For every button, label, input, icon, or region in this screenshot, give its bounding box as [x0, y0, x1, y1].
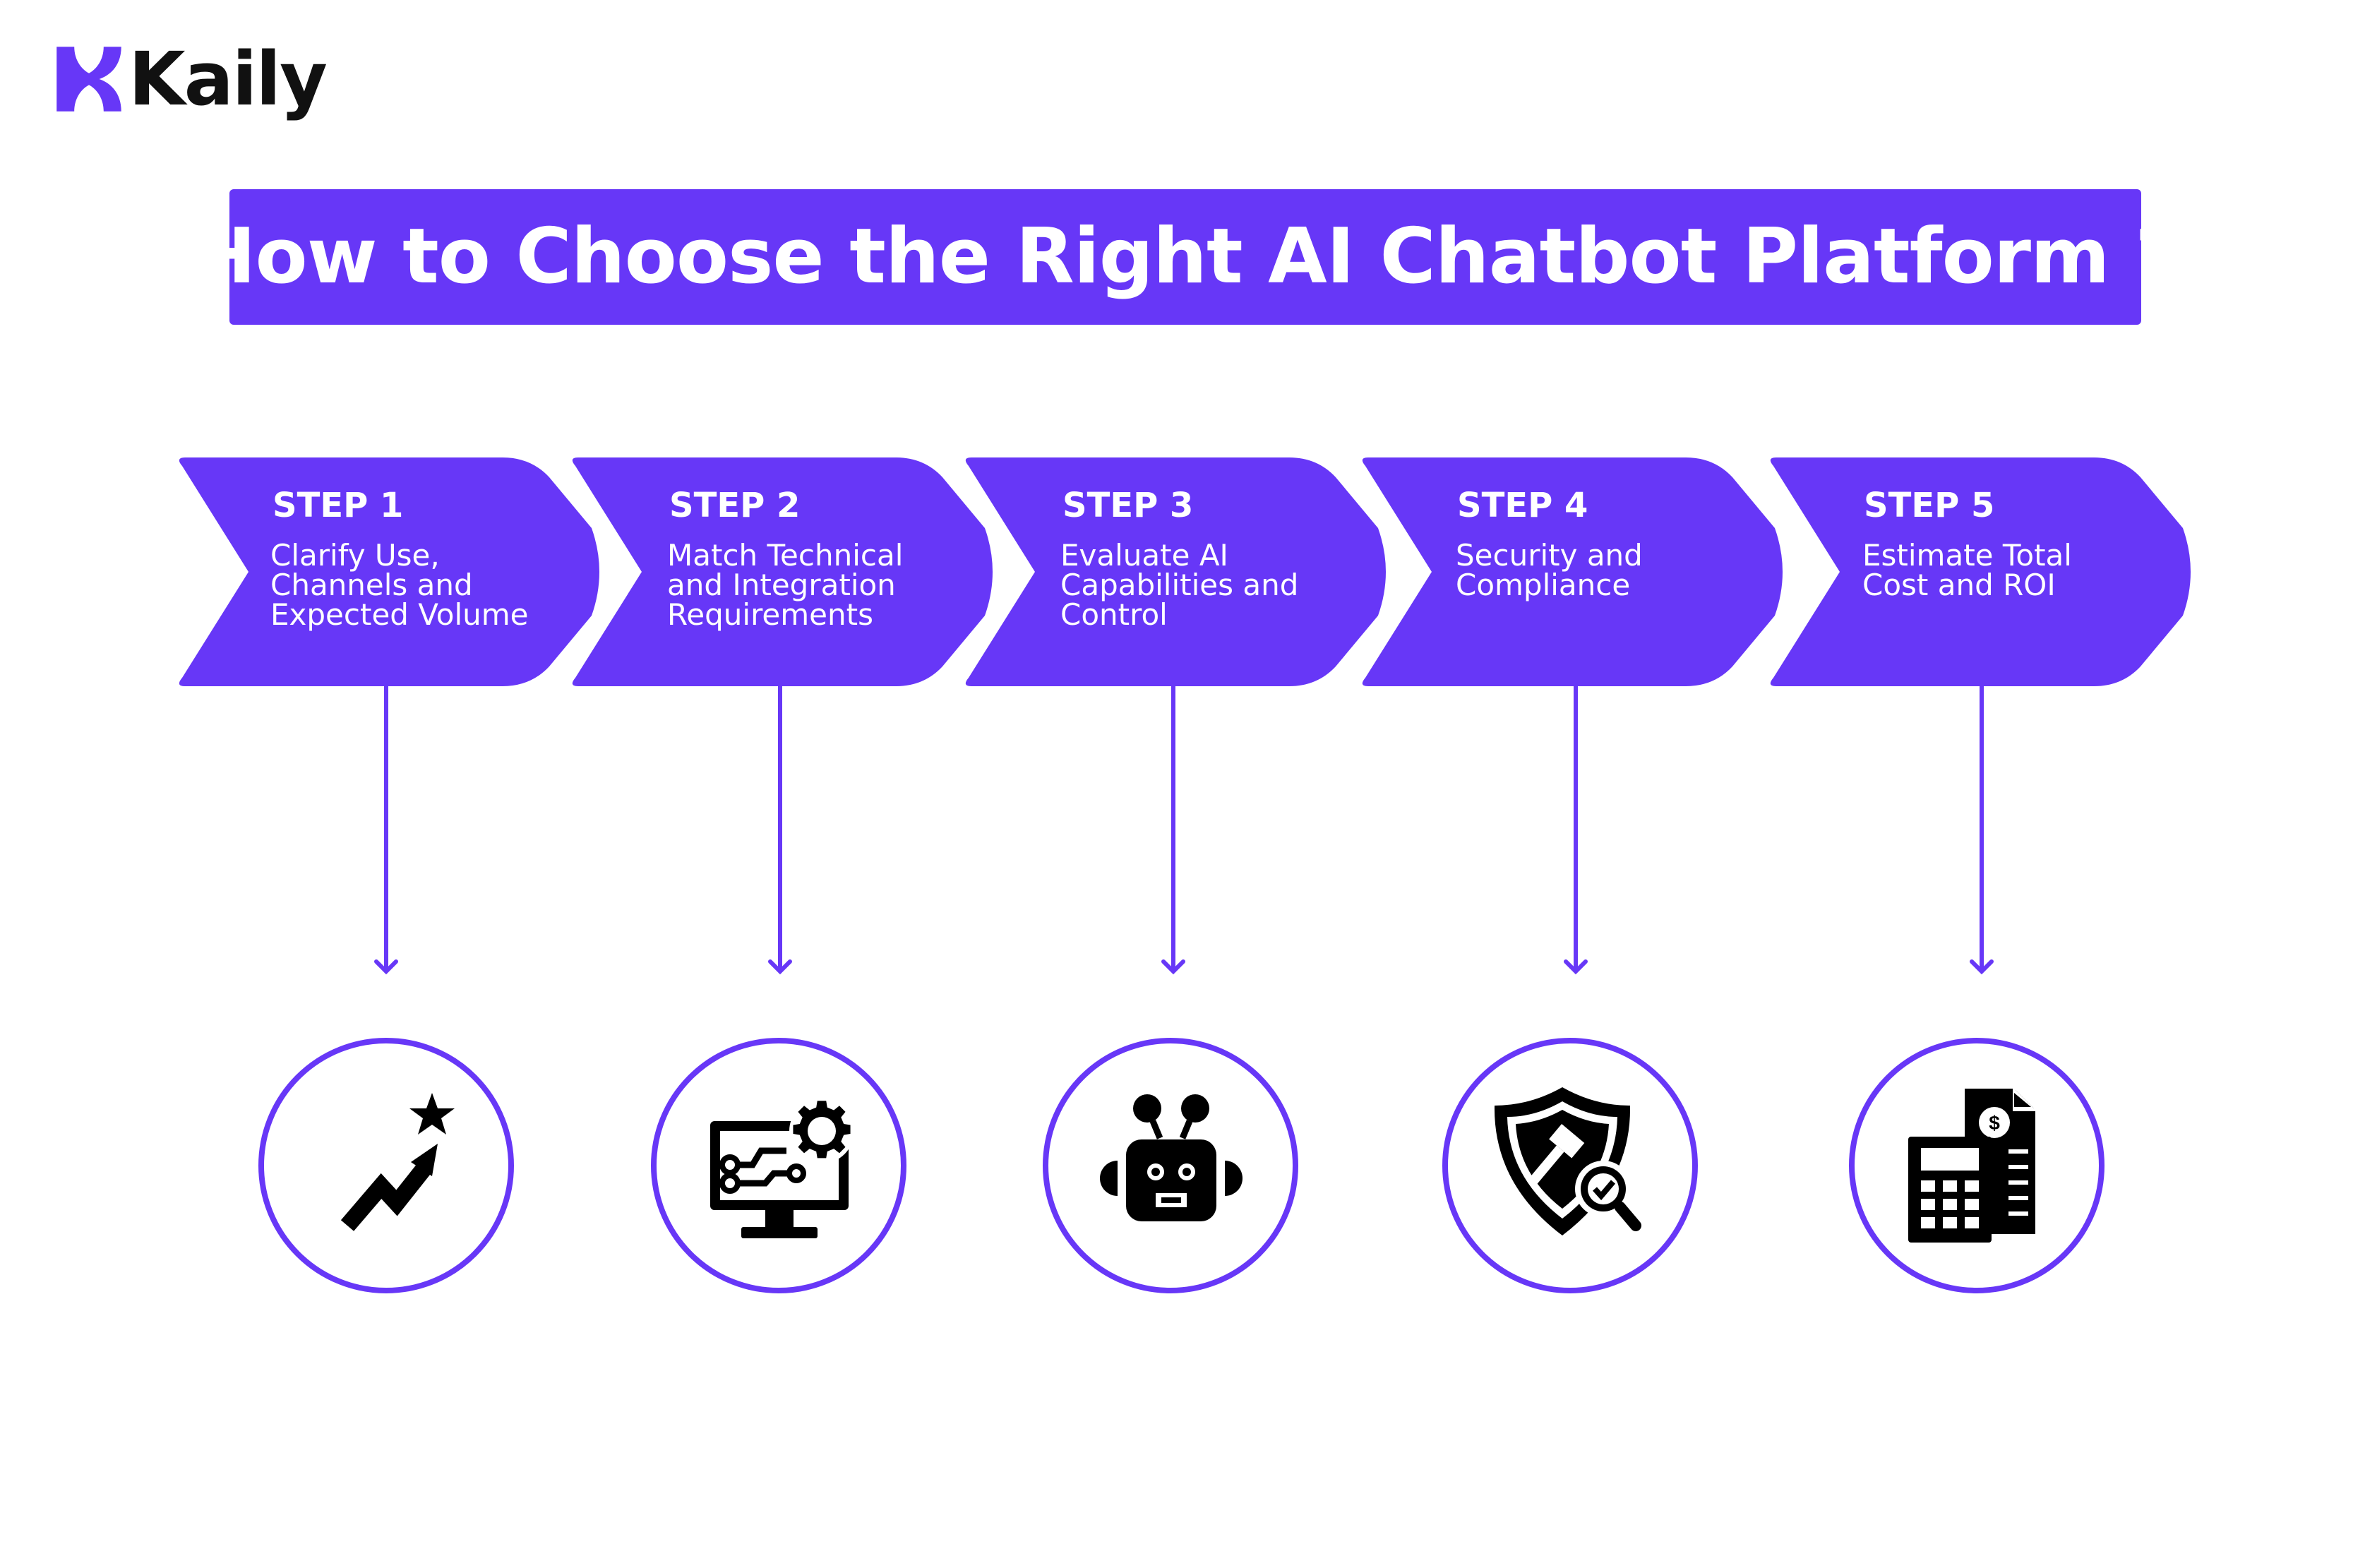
step-2: STEP 2 Match Technical and Integration R… [568, 457, 996, 686]
step-3-arrow [1161, 686, 1185, 975]
step-2-icon-circle [651, 1038, 906, 1293]
step-3: STEP 3 Evaluate AI Capabilities and Cont… [962, 457, 1389, 686]
step-2-label: STEP 2 [669, 486, 801, 525]
kaily-logo-icon [56, 47, 121, 112]
step-5-chevron [1770, 457, 2191, 686]
step-2-chevron [572, 457, 993, 686]
step-4-icon-circle [1442, 1038, 1698, 1293]
step-5-icon-circle: $ [1849, 1038, 2104, 1293]
step-3-description: Evaluate AI Capabilities and Control [1060, 538, 1299, 632]
step-2-arrow [768, 686, 792, 975]
step-4-arrow [1564, 686, 1588, 975]
calculator-invoice-dollar-icon: $ [1908, 1089, 2035, 1243]
step-3-label: STEP 3 [1062, 486, 1194, 525]
brand-logo: Kaily [52, 36, 328, 122]
step-1-arrow [374, 686, 398, 975]
step-4-chevron [1362, 457, 1783, 686]
step-3-chevron [965, 457, 1386, 686]
step-5-arrow [1970, 686, 1994, 975]
page-title: How to Choose the Right AI Chatbot Platf… [192, 213, 2179, 301]
step-5-description: Estimate Total Cost and ROI [1862, 538, 2072, 602]
growth-chart-star-icon [340, 1093, 455, 1231]
step-1: STEP 1 Clarify Use, Channels and Expecte… [175, 457, 603, 686]
step-3-icon-circle [1043, 1038, 1298, 1293]
svg-text:$: $ [1989, 1112, 2000, 1134]
step-5: STEP 5 Estimate Total Cost and ROI [1766, 457, 2194, 686]
step-1-label: STEP 1 [273, 486, 404, 525]
step-1-description: Clarify Use, Channels and Expected Volum… [270, 538, 529, 632]
step-2-description: Match Technical and Integration Requirem… [667, 538, 904, 632]
monitor-gear-circuit-icon [710, 1099, 854, 1238]
shield-gavel-check-icon [1494, 1087, 1641, 1235]
step-4-label: STEP 4 [1457, 486, 1588, 525]
title-banner: How to Choose the Right AI Chatbot Platf… [192, 189, 2179, 325]
step-4-description: Security and Compliance [1456, 538, 1643, 602]
robot-head-icon [1100, 1094, 1243, 1221]
step-1-chevron [179, 457, 600, 686]
step-5-label: STEP 5 [1864, 486, 1995, 525]
step-4: STEP 4 Security and Compliance [1358, 457, 1786, 686]
brand-name: Kaily [128, 36, 328, 122]
step-1-icon-circle [258, 1038, 514, 1293]
